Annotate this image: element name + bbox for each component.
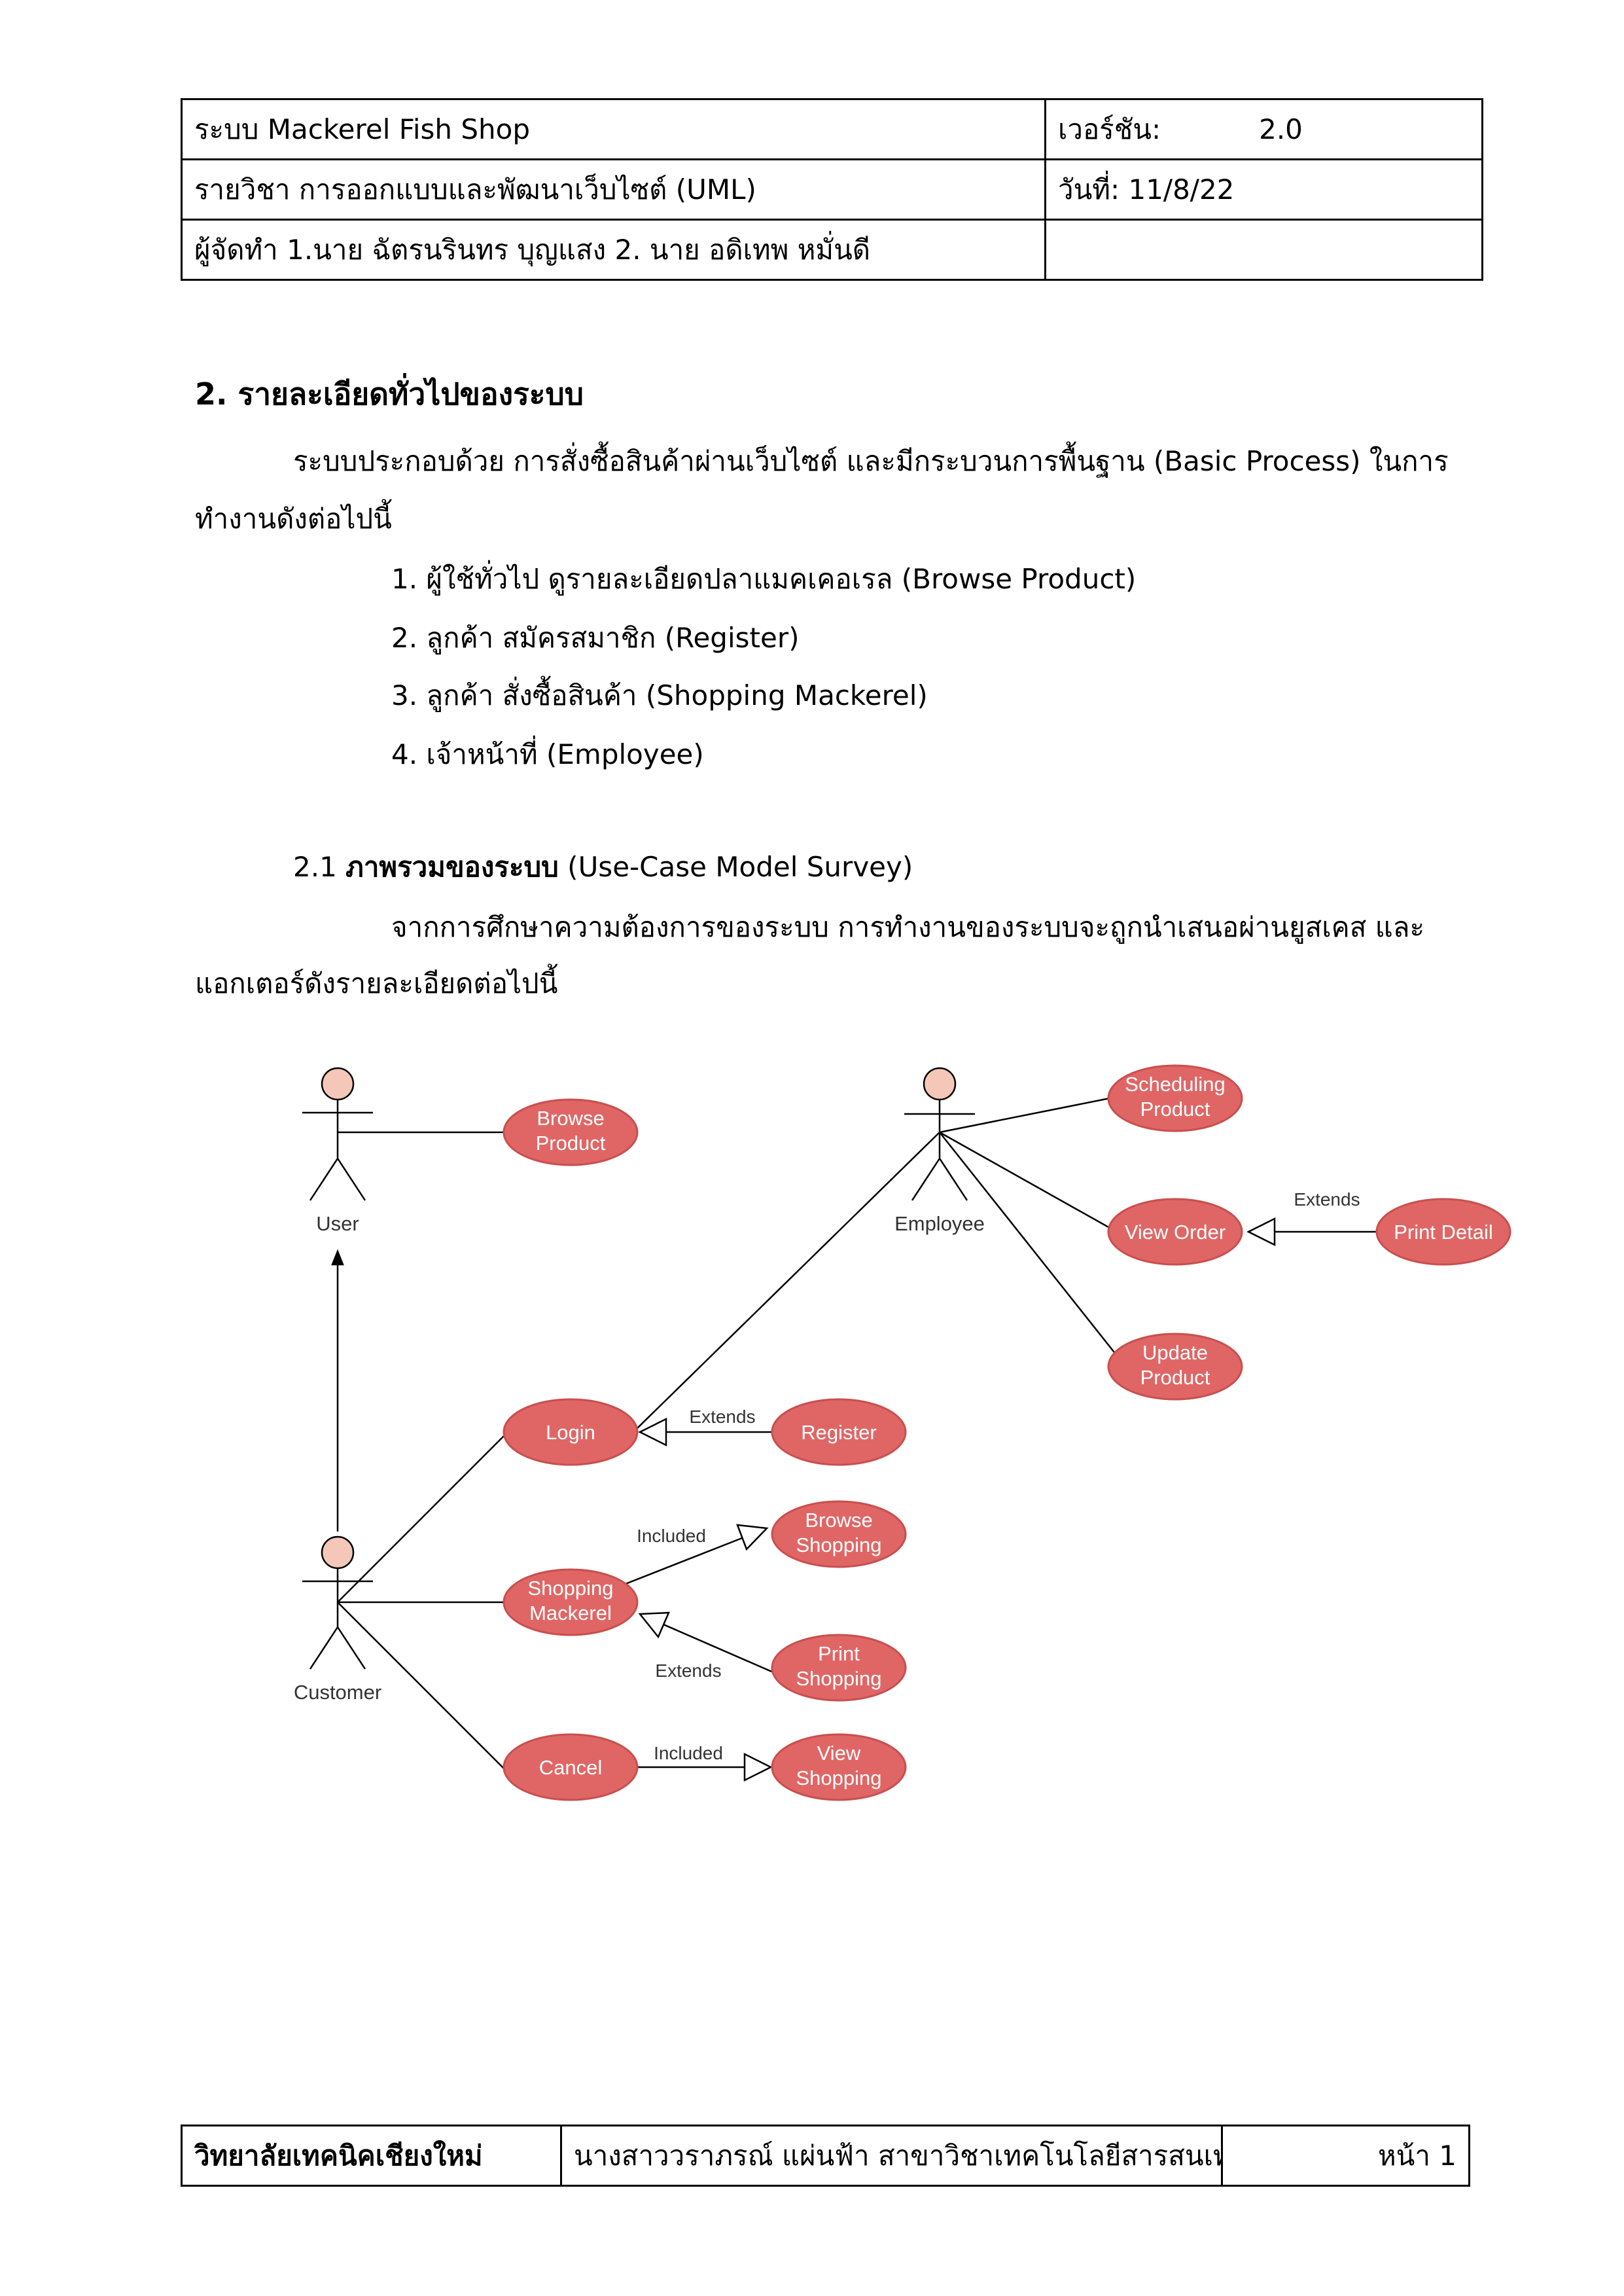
- association-lines: [331, 1097, 1377, 1782]
- usecase-label: Browse: [537, 1107, 604, 1130]
- system-name: ระบบ Mackerel Fish Shop: [181, 98, 1046, 160]
- para-line-2: แอกเตอร์ดังรายละเอียดต่อไปนี้: [195, 967, 558, 999]
- assoc-employee-login: [634, 1132, 940, 1431]
- usecase-label: Shopping: [796, 1667, 881, 1690]
- usecase-label: Update: [1142, 1341, 1208, 1364]
- rel-arrow-browse-shopping: [736, 1524, 769, 1551]
- date-cell: วันที่: 11/8/22: [1044, 158, 1483, 221]
- usecase-label: Cancel: [539, 1756, 603, 1779]
- assoc-employee-view-order: [939, 1131, 1110, 1229]
- usecase-label: Mackerel: [529, 1602, 612, 1624]
- assoc-employee-scheduling: [939, 1097, 1110, 1134]
- usecase-scheduling-product: [1107, 1064, 1243, 1132]
- assoc-employee-update: [939, 1132, 1117, 1355]
- subsection-title: 2.1 ภาพรวมของระบบ (Use-Case Model Survey…: [293, 846, 913, 889]
- generalization-arrowhead: [331, 1249, 344, 1266]
- usecase-label: Product: [1140, 1366, 1210, 1389]
- rel-arrow-print-detail: [1246, 1217, 1276, 1247]
- rel-line-browse-shopping: [625, 1537, 743, 1585]
- relation-label: Extends: [1294, 1189, 1360, 1210]
- teacher-name: นางสาววราภรณ์ แผ่นฟ้า สาขาวิชาเทคโนโลยีส…: [560, 2125, 1223, 2187]
- usecase-view-shopping: [771, 1733, 907, 1801]
- usecase-register: [771, 1398, 907, 1466]
- usecase-label: Browse: [805, 1509, 872, 1532]
- list-item: 3. ลูกค้า สั่งซื้อสินค้า (Shopping Macke…: [391, 679, 928, 711]
- actor-user: [302, 1067, 373, 1201]
- usecase-browse-shopping: [771, 1500, 907, 1568]
- rel-arrow-view-shopping: [743, 1752, 773, 1782]
- usecase-label: Login: [546, 1421, 595, 1444]
- actor-customer-label: Customer: [294, 1681, 381, 1704]
- usecase-browse-product: [503, 1098, 639, 1166]
- actor-employee: [904, 1067, 975, 1201]
- usecase-print-detail: [1375, 1198, 1511, 1266]
- usecase-label: Shopping: [796, 1534, 881, 1556]
- usecase-label: Print: [818, 1642, 860, 1665]
- page-number: หน้า 1: [1221, 2125, 1470, 2187]
- usecase-update-product: [1107, 1333, 1243, 1401]
- version-value: 2.0: [1259, 113, 1303, 145]
- list-item: 2. ลูกค้า สมัครสมาชิก (Register): [391, 622, 800, 654]
- usecase-cancel: [503, 1733, 639, 1801]
- subsection-rest: (Use-Case Model Survey): [558, 851, 913, 883]
- intro-line-1: ระบบประกอบด้วย การสั่งซื้อสินค้าผ่านเว็บ…: [293, 445, 1449, 477]
- version-label: เวอร์ชัน:: [1058, 113, 1161, 145]
- college-name: วิทยาลัยเทคนิคเชียงใหม่: [181, 2125, 562, 2187]
- rel-arrow-print-shopping: [638, 1611, 670, 1639]
- actor-user-label: User: [316, 1212, 359, 1235]
- usecase-label: View: [817, 1742, 861, 1765]
- footer-table: วิทยาลัยเทคนิคเชียงใหม่ นางสาววราภรณ์ แผ…: [181, 2125, 1470, 2187]
- usecase-label: Register: [801, 1421, 876, 1444]
- list-item: 1. ผู้ใช้ทั่วไป ดูรายละเอียดปลาแมคเคอเรล…: [391, 563, 1137, 595]
- usecase-print-shopping: [771, 1634, 907, 1702]
- relation-label: Extends: [689, 1407, 755, 1427]
- rel-line-print-shopping: [663, 1623, 775, 1674]
- subsection-number: 2.1: [293, 851, 346, 883]
- usecase-view-order: [1107, 1198, 1243, 1266]
- actor-employee-label: Employee: [894, 1212, 985, 1235]
- assoc-customer-cancel: [337, 1602, 511, 1776]
- section-title: 2. รายละเอียดทั่วไปของระบบ: [195, 376, 584, 412]
- intro-line-2: ทำงานดังต่อไปนี้: [195, 503, 392, 535]
- usecase-label: Print Detail: [1394, 1221, 1493, 1244]
- rel-arrow-register: [638, 1417, 667, 1447]
- version-cell: เวอร์ชัน: 2.0: [1044, 98, 1483, 160]
- usecase-label: Shopping: [796, 1767, 881, 1789]
- list-item: 4. เจ้าหน้าที่ (Employee): [391, 738, 704, 770]
- para-line-1: จากการศึกษาความต้องการของระบบ การทำงานขอ…: [391, 911, 1425, 943]
- actor-customer: [302, 1535, 373, 1670]
- usecase-login: [503, 1398, 639, 1466]
- authors: ผู้จัดทำ 1.นาย ฉัตรนรินทร บุญแสง 2. นาย …: [181, 219, 1046, 281]
- usecase-label: Shopping: [527, 1577, 613, 1600]
- empty-cell: [1044, 219, 1483, 281]
- relation-label: Included: [637, 1526, 706, 1546]
- usecase-label: Product: [536, 1132, 606, 1155]
- subsection-bold: ภาพรวมของระบบ: [345, 851, 559, 883]
- assoc-customer-login: [337, 1431, 508, 1603]
- header-table: ระบบ Mackerel Fish Shop เวอร์ชัน: 2.0 ราย…: [181, 98, 1483, 281]
- course-name: รายวิชา การออกแบบและพัฒนาเว็บไซต์ (UML): [181, 158, 1046, 221]
- usecase-shopping-mackerel: [503, 1568, 639, 1636]
- usecase-label: Product: [1140, 1098, 1210, 1121]
- relation-label: Included: [654, 1743, 723, 1763]
- usecase-label: View Order: [1125, 1221, 1226, 1244]
- usecase-label: Scheduling: [1125, 1073, 1225, 1096]
- relation-label: Extends: [655, 1660, 721, 1681]
